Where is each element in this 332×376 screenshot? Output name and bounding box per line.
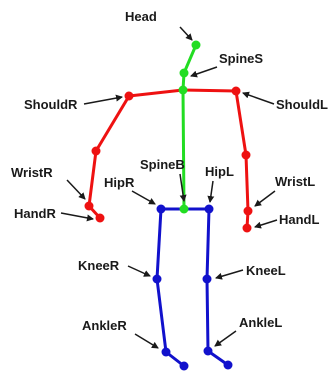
bone-knee-r-to-ankle-r [157,279,166,352]
bone-spine-m-to-shoulder-l [183,90,236,91]
bone-spine-m-to-shoulder-r [129,90,183,96]
joint-hip-r [157,205,166,214]
callout-arrow-hand-l [255,220,277,227]
label-ankle-r: AnkleR [82,318,127,333]
label-spine-b: SpineB [140,157,185,172]
callout-arrow-knee-l [216,270,243,278]
label-knee-r: KneeR [78,258,120,273]
bone-knee-l-to-ankle-l [207,279,208,351]
joint-hand-l [243,224,252,233]
label-ankle-l: AnkleL [239,315,282,330]
joint-shoulder-l [232,87,241,96]
joint-elbow-r [92,147,101,156]
label-hand-r: HandR [14,206,57,221]
joint-wrist-r [85,202,94,211]
label-spine-s: SpineS [219,51,263,66]
joint-hand-r [96,214,105,223]
bone-shoulder-l-to-elbow-l [236,91,246,155]
joint-ankle-l [204,347,213,356]
callout-arrow-ankle-r [135,334,158,348]
callout-arrow-wrist-l [255,191,275,206]
joint-spine-s [180,69,189,78]
callout-arrow-spine-s [191,67,217,76]
label-shoulder-l: ShouldL [276,97,328,112]
callout-arrow-knee-r [128,266,150,276]
joint-wrist-l [244,207,253,216]
label-head: Head [125,9,157,24]
label-hip-r: HipR [104,175,135,190]
bone-shoulder-r-to-elbow-r [96,96,129,151]
callout-arrow-hip-l [210,181,213,202]
callout-arrow-ankle-l [215,331,236,346]
callout-arrow-hand-r [61,213,93,219]
label-shoulder-r: ShouldR [24,97,78,112]
label-hand-l: HandL [279,212,320,227]
callout-arrow-shoulder-l [243,93,274,104]
joint-hip-l [205,205,214,214]
joint-ankle-r [162,348,171,357]
bone-hip-l-to-knee-l [207,209,209,279]
bone-elbow-r-to-wrist-r [89,151,96,206]
joint-knee-l [203,275,212,284]
callout-arrow-hip-r [132,191,155,204]
label-wrist-r: WristR [11,165,53,180]
bone-head-to-spine-s [184,45,196,73]
bone-elbow-l-to-wrist-l [246,155,248,211]
joint-knee-r [153,275,162,284]
label-knee-l: KneeL [246,263,286,278]
joint-spine-b [180,205,189,214]
joint-foot-l [224,361,233,370]
joint-spine-m [179,86,188,95]
joint-shoulder-r [125,92,134,101]
callout-arrow-shoulder-r [84,97,122,104]
joint-head [192,41,201,50]
callout-arrows-layer [61,27,277,348]
callout-arrow-wrist-r [67,180,85,199]
bone-hip-r-to-knee-r [157,209,161,279]
joint-foot-r [180,362,189,371]
joint-elbow-l [242,151,251,160]
label-wrist-l: WristL [275,174,315,189]
label-hip-l: HipL [205,164,234,179]
callout-arrow-head [180,27,192,40]
